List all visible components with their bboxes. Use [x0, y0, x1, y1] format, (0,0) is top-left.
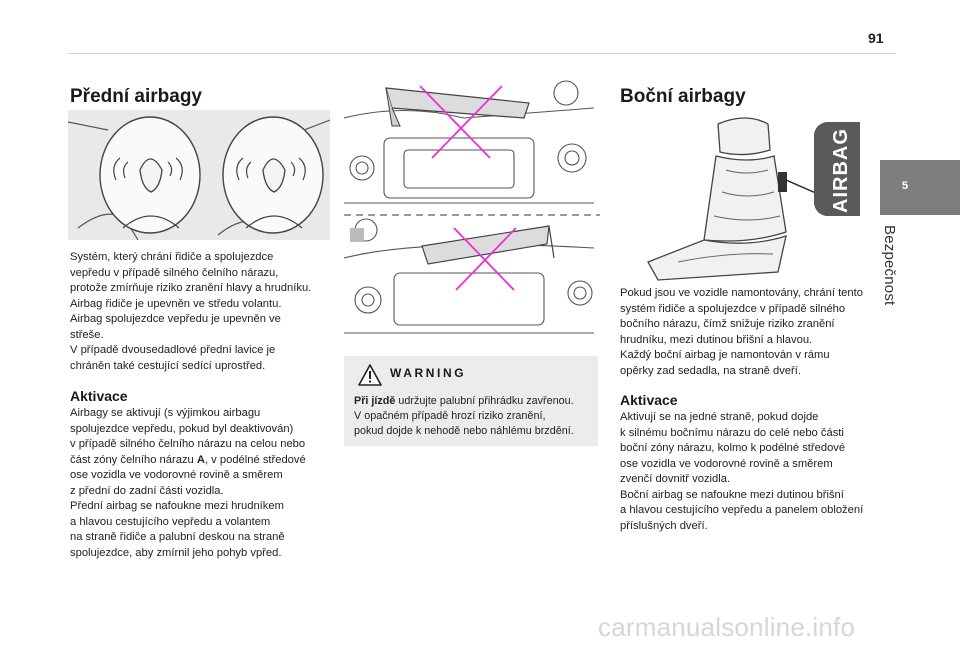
watermark: carmanualsonline.info	[598, 612, 856, 642]
chapter-number: 5	[901, 180, 909, 192]
text-line: hrudníku, mezi dutinou břišní a hlavou.	[620, 333, 813, 346]
warning-title: WARNING	[390, 366, 467, 380]
text-line: opěrky zad sedadla, na straně dveří.	[620, 364, 801, 377]
text-line: V případě dvousedadlové přední lavice je	[70, 344, 276, 356]
text-line: systém řidiče a spolujezdce v případě si…	[620, 302, 846, 315]
text-line: příslušných dveří.	[620, 519, 708, 532]
text-line: část zóny čelního nárazu A, v podélné st…	[70, 453, 306, 466]
text-line: spolujezdce vepředu, pokud byl deaktivov…	[70, 422, 294, 435]
page-number: 91	[868, 30, 884, 46]
text-line: a hlavou cestujícího vepředu a panelem o…	[620, 504, 864, 516]
seat-illustration	[618, 112, 870, 284]
text-line: na straně řidiče a palubní deskou na str…	[70, 531, 285, 543]
text-line: z přední do zadní části vozidla.	[70, 484, 224, 497]
front-intro-text: Systém, který chrání řidiče a spolujezdc…	[70, 250, 345, 374]
text-line: bočního nárazu, čímž snižuje riziko zran…	[620, 318, 835, 330]
front-activation-heading: Aktivace	[70, 388, 128, 404]
header-rule	[68, 53, 896, 54]
text-line: Pokud jsou ve vozidle namontovány, chrán…	[620, 287, 863, 299]
text-line: Přední airbag se nafoukne mezi hrudníkem	[70, 500, 284, 512]
dashboard-illustration	[344, 80, 600, 334]
text-line: v případě silného čelního nárazu na celo…	[70, 438, 306, 450]
text-line: Systém, který chrání řidiče a spolujezdc…	[70, 251, 274, 263]
text-line: vepředu v případě silného čelního nárazu…	[70, 266, 279, 279]
text-line: a hlavou cestujícího vepředu a volantem	[70, 515, 271, 528]
text-line: Aktivují se na jedné straně, pokud dojde	[620, 411, 819, 423]
airbag-label: AIRBAG	[830, 128, 852, 213]
warning-box: WARNING Při jízdě udržujte palubní přihr…	[344, 356, 598, 446]
text-line: spolujezdce, aby zmírnil jeho pohyb vpře…	[70, 546, 282, 559]
text-line: Boční airbag se nafoukne mezi dutinou bř…	[620, 488, 844, 501]
front-activation-text: Airbagy se aktivují (s výjimkou airbagu …	[70, 406, 345, 561]
warning-lead: Při jízdě	[354, 395, 396, 407]
warning-triangle-icon	[358, 364, 382, 386]
front-airbag-illustration	[68, 110, 330, 240]
text-line: chráněn také cestující sedící uprostřed.	[70, 359, 266, 372]
text-line: Airbagy se aktivují (s výjimkou airbagu	[70, 407, 261, 419]
chapter-label: Bezpečnost	[881, 225, 898, 306]
text-line: protože zmírňuje riziko zranění hlavy a …	[70, 282, 312, 294]
text-line: pokud dojde k nehodě nebo náhlému brzděn…	[354, 425, 574, 437]
text-line: k silnému bočnímu nárazu do celé nebo čá…	[620, 426, 844, 439]
chapter-tab: 5	[880, 160, 960, 215]
warning-text: Při jízdě udržujte palubní přihrádku zav…	[354, 394, 594, 439]
text-line: Každý boční airbag je namontován v rámu	[620, 349, 830, 361]
zone-a-label: A	[196, 453, 205, 466]
text-line: Při jízdě udržujte palubní přihrádku zav…	[354, 395, 574, 407]
text-line: střeše.	[70, 328, 104, 341]
text-line: boční zóny nárazu, kolmo k podélné střed…	[620, 442, 846, 454]
text-line: zvenčí dovnitř vozidla.	[620, 473, 731, 485]
front-airbags-title: Přední airbagy	[70, 86, 202, 107]
side-airbags-title: Boční airbagy	[620, 86, 746, 107]
text-line: ose vozidla ve vodorovné rovině a směrem	[70, 469, 283, 481]
side-activation-heading: Aktivace	[620, 392, 678, 408]
text-line: Airbag řidiče je upevněn ve středu volan…	[70, 297, 282, 310]
side-activation-text: Aktivují se na jedné straně, pokud dojde…	[620, 410, 882, 534]
side-intro-text: Pokud jsou ve vozidle namontovány, chrán…	[620, 286, 882, 379]
text-line: ose vozidla ve vodorovné rovině a směrem	[620, 457, 833, 470]
text-line: V opačném případě hrozí riziko zranění,	[354, 410, 546, 422]
text-line: Airbag spolujezdce vepředu je upevněn ve	[70, 313, 281, 325]
